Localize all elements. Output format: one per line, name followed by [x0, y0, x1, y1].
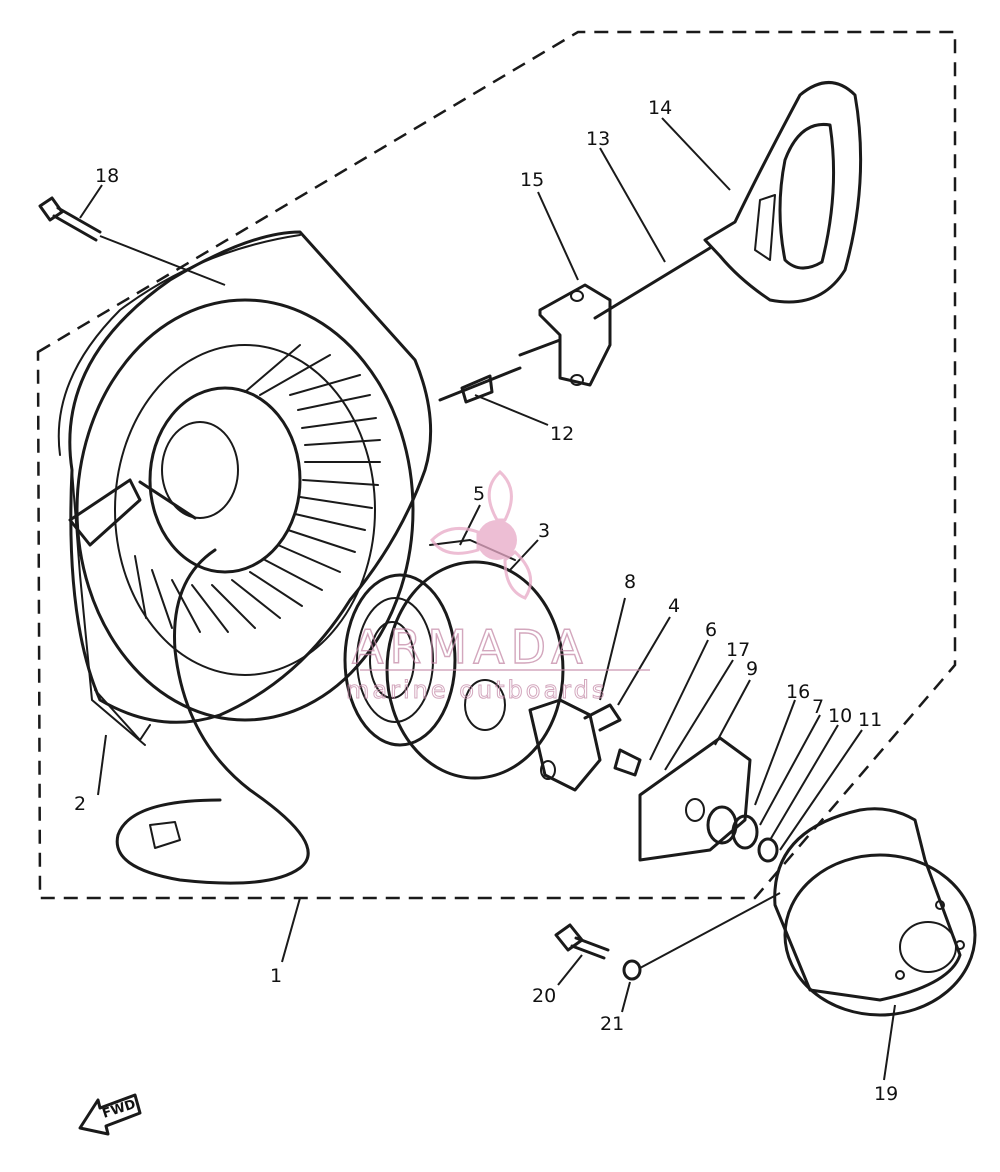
callout-19: 19 — [874, 1083, 898, 1105]
callout-16: 16 — [786, 681, 810, 703]
assembly-boundary — [36, 30, 957, 900]
watermark-brand: ARMADA — [352, 620, 589, 674]
starter-cover — [773, 807, 977, 1017]
callout-20: 20 — [532, 985, 556, 1007]
handle-rope — [593, 246, 712, 320]
callout-15: 15 — [520, 169, 544, 191]
propeller-logo — [430, 469, 533, 600]
callout-14: 14 — [648, 97, 672, 119]
starter-housing — [57, 230, 433, 746]
callout-3: 3 — [538, 520, 550, 542]
callout-7: 7 — [812, 696, 824, 718]
callout-18: 18 — [95, 165, 119, 187]
starter-rope — [115, 548, 310, 885]
leader-lines — [79, 117, 896, 1081]
cover-bolt — [554, 892, 781, 981]
callout-2: 2 — [74, 793, 86, 815]
starter-handle — [703, 81, 863, 304]
callout-1: 1 — [270, 965, 282, 987]
forward-arrow: FWD — [78, 1093, 142, 1136]
washers-and-nut — [706, 805, 779, 863]
callout-6: 6 — [705, 619, 717, 641]
callout-11: 11 — [858, 709, 882, 731]
callout-5: 5 — [473, 483, 485, 505]
callout-12: 12 — [550, 423, 574, 445]
pawl-guide-plate — [613, 736, 752, 862]
callout-8: 8 — [624, 571, 636, 593]
watermark: ARMADA marine outboards — [346, 469, 650, 705]
watermark-tagline: marine outboards — [346, 676, 607, 704]
callout-10: 10 — [828, 705, 852, 727]
callout-13: 13 — [586, 128, 610, 150]
pawl — [528, 698, 622, 792]
forward-arrow-label: FWD — [101, 1097, 138, 1122]
callout-21: 21 — [600, 1013, 624, 1035]
callout-4: 4 — [668, 595, 680, 617]
callout-9: 9 — [746, 658, 758, 680]
bolt — [38, 196, 226, 286]
cable-and-bracket — [438, 283, 612, 404]
callout-17: 17 — [726, 639, 750, 661]
